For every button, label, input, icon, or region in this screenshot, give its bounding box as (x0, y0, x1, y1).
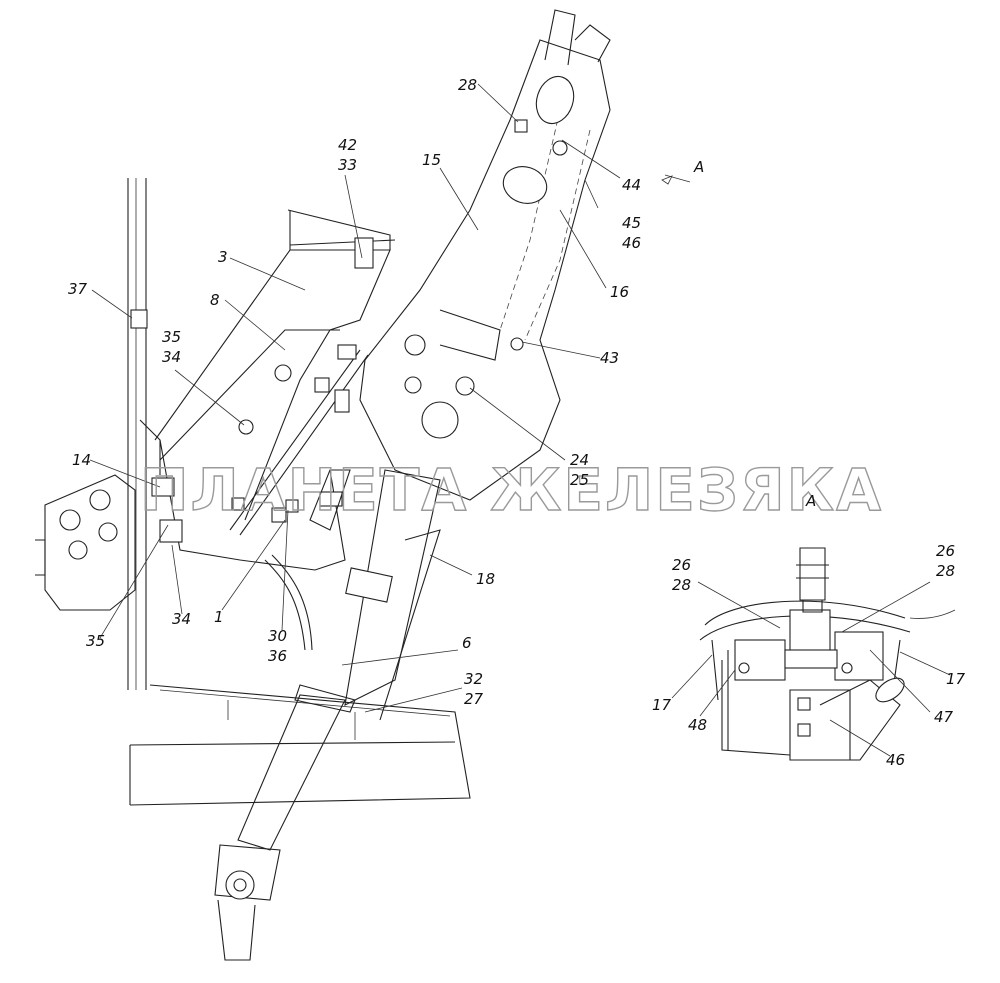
callout-37: 37 (68, 280, 88, 298)
leader-lines (89, 83, 691, 713)
detail-callout-28-right: 28 (936, 562, 955, 580)
hydraulic-unit (35, 419, 183, 611)
callout-27: 27 (464, 690, 484, 708)
bracket-plate (154, 209, 396, 571)
detail-callout-48: 48 (688, 716, 707, 734)
callout-28: 28 (458, 76, 477, 94)
callout-35-upper: 35 (162, 328, 181, 346)
view-arrow-label: A (693, 158, 704, 176)
callout-34-lower: 34 (172, 610, 191, 628)
levers-cables (130, 309, 369, 651)
callout-45: 45 (622, 214, 641, 232)
callout-33: 33 (338, 156, 357, 174)
detail-callout-47: 47 (934, 708, 954, 726)
watermark-text: ПЛАНЕТА ЖЕЛЕЗЯКА (140, 456, 883, 524)
callout-42: 42 (338, 136, 357, 154)
callout-46: 46 (622, 234, 641, 252)
callout-24: 24 (570, 451, 589, 469)
callout-32: 32 (464, 670, 483, 688)
cab-floor (129, 684, 471, 806)
callout-25: 25 (570, 471, 589, 489)
callout-16: 16 (610, 283, 629, 301)
detail-view-title: A (805, 492, 816, 510)
detail-callout-17-right: 17 (946, 670, 966, 688)
detail-callout-17-left: 17 (652, 696, 672, 714)
callout-6: 6 (462, 634, 472, 652)
callout-1: 1 (214, 608, 224, 626)
callout-3: 3 (218, 248, 228, 266)
callout-14: 14 (72, 451, 91, 469)
detail-callout-26-right: 26 (936, 542, 955, 560)
callout-30: 30 (268, 627, 287, 645)
column-housing (359, 9, 611, 501)
cab-wall (127, 178, 147, 690)
steering-shaft (237, 469, 441, 851)
detail-callout-26-left: 26 (672, 556, 691, 574)
callout-15: 15 (422, 151, 441, 169)
detail-callout-46: 46 (886, 751, 905, 769)
universal-joint (214, 844, 281, 961)
callout-43: 43 (600, 349, 619, 367)
callout-35-lower: 35 (86, 632, 105, 650)
callout-44: 44 (622, 176, 641, 194)
detail-callout-28-left: 28 (672, 576, 691, 594)
callout-36: 36 (268, 647, 287, 665)
callout-34-upper: 34 (162, 348, 181, 366)
callout-18: 18 (476, 570, 495, 588)
detail-view-a (671, 547, 956, 761)
callout-8: 8 (210, 291, 220, 309)
